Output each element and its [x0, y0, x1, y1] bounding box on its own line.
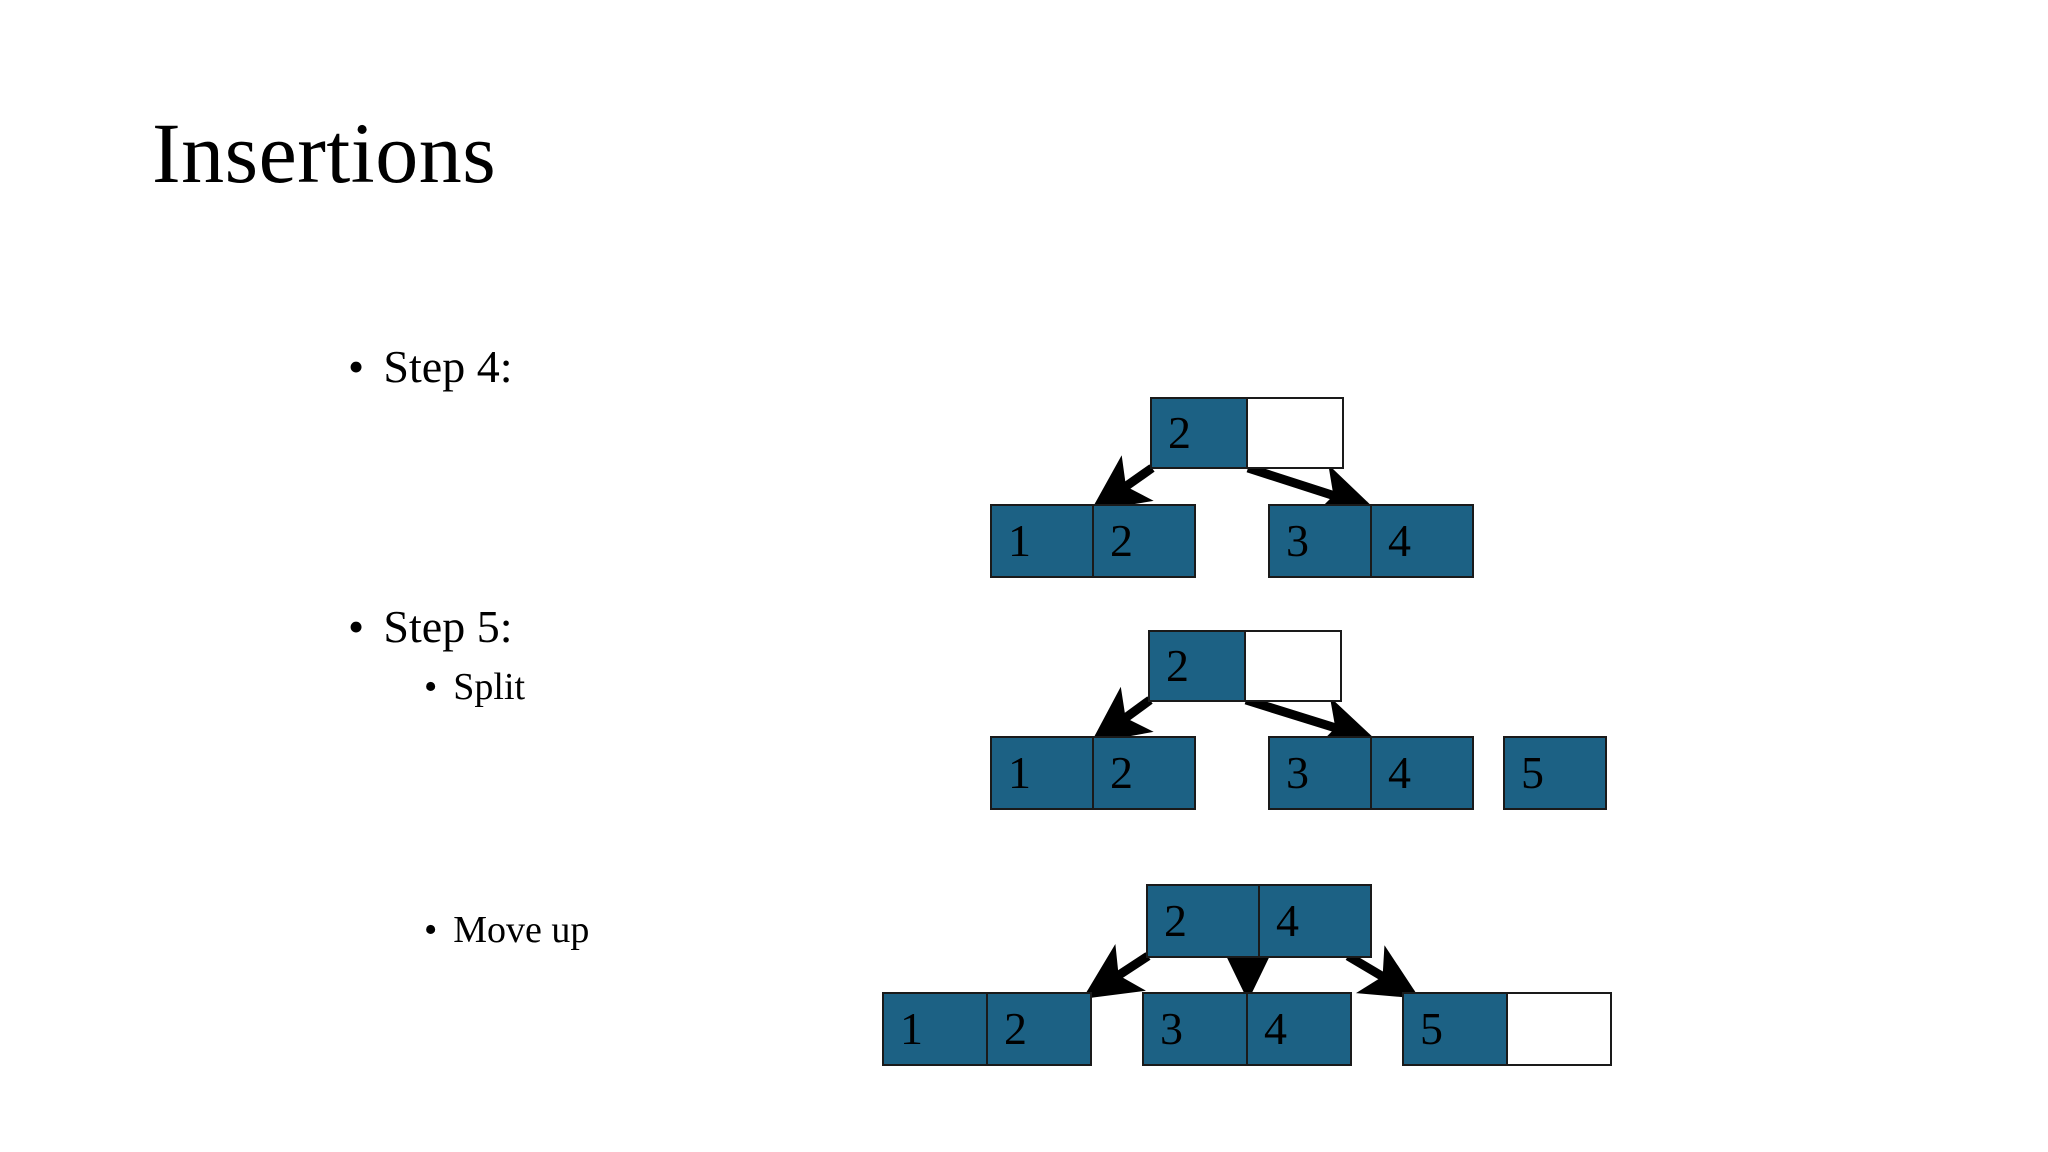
btree-cell-empty: [1506, 992, 1612, 1066]
btree-cell: 4: [1370, 736, 1474, 810]
btree-cell: 4: [1246, 992, 1352, 1066]
bullet-step-5: • Step 5:: [348, 600, 512, 653]
bullet-split: • Split: [424, 665, 525, 709]
btree-cell: 2: [1150, 397, 1248, 469]
bullet-marker-icon: •: [348, 341, 365, 392]
btree-node-mid-leaf: 3 4: [1268, 736, 1474, 810]
arrow-root-to-left: [1082, 944, 1151, 999]
bullet-step-4: • Step 4:: [348, 340, 512, 393]
page-title: Insertions: [152, 105, 497, 201]
bullet-move-up: • Move up: [424, 908, 589, 952]
btree-node-right-leaf: 5: [1402, 992, 1612, 1066]
btree-node-root: 2: [1150, 397, 1344, 469]
btree-cell: 1: [882, 992, 988, 1066]
btree-cell: 2: [986, 992, 1092, 1066]
btree-cell: 3: [1268, 736, 1372, 810]
btree-cell: 2: [1148, 630, 1246, 702]
bullet-marker-icon: •: [348, 601, 365, 652]
bullet-step-4-label: Step 4:: [383, 341, 513, 392]
btree-cell: 1: [990, 504, 1094, 578]
bullet-move-up-label: Move up: [453, 909, 590, 951]
btree-cell: 3: [1142, 992, 1248, 1066]
btree-cell: 2: [1092, 736, 1196, 810]
bullet-split-label: Split: [453, 666, 526, 708]
bullet-step-5-label: Step 5:: [383, 601, 513, 652]
btree-node-left-leaf: 1 2: [990, 504, 1196, 578]
btree-cell: 4: [1258, 884, 1372, 958]
arrow-root-to-right: [1345, 945, 1420, 999]
btree-cell: 2: [1092, 504, 1196, 578]
btree-cell: 5: [1503, 736, 1607, 810]
btree-node-root: 2 4: [1146, 884, 1372, 958]
btree-cell: 4: [1370, 504, 1474, 578]
btree-node-split-overflow: 5: [1503, 736, 1607, 810]
btree-cell: 5: [1402, 992, 1508, 1066]
bullet-marker-icon: •: [424, 909, 438, 951]
btree-node-mid-leaf: 3 4: [1142, 992, 1352, 1066]
btree-node-right-leaf: 3 4: [1268, 504, 1474, 578]
bullet-marker-icon: •: [424, 666, 438, 708]
btree-node-left-leaf: 1 2: [990, 736, 1196, 810]
btree-cell-empty: [1246, 397, 1344, 469]
btree-cell: 2: [1146, 884, 1260, 958]
btree-cell-empty: [1244, 630, 1342, 702]
btree-node-root: 2: [1148, 630, 1342, 702]
btree-cell: 1: [990, 736, 1094, 810]
btree-node-left-leaf: 1 2: [882, 992, 1092, 1066]
